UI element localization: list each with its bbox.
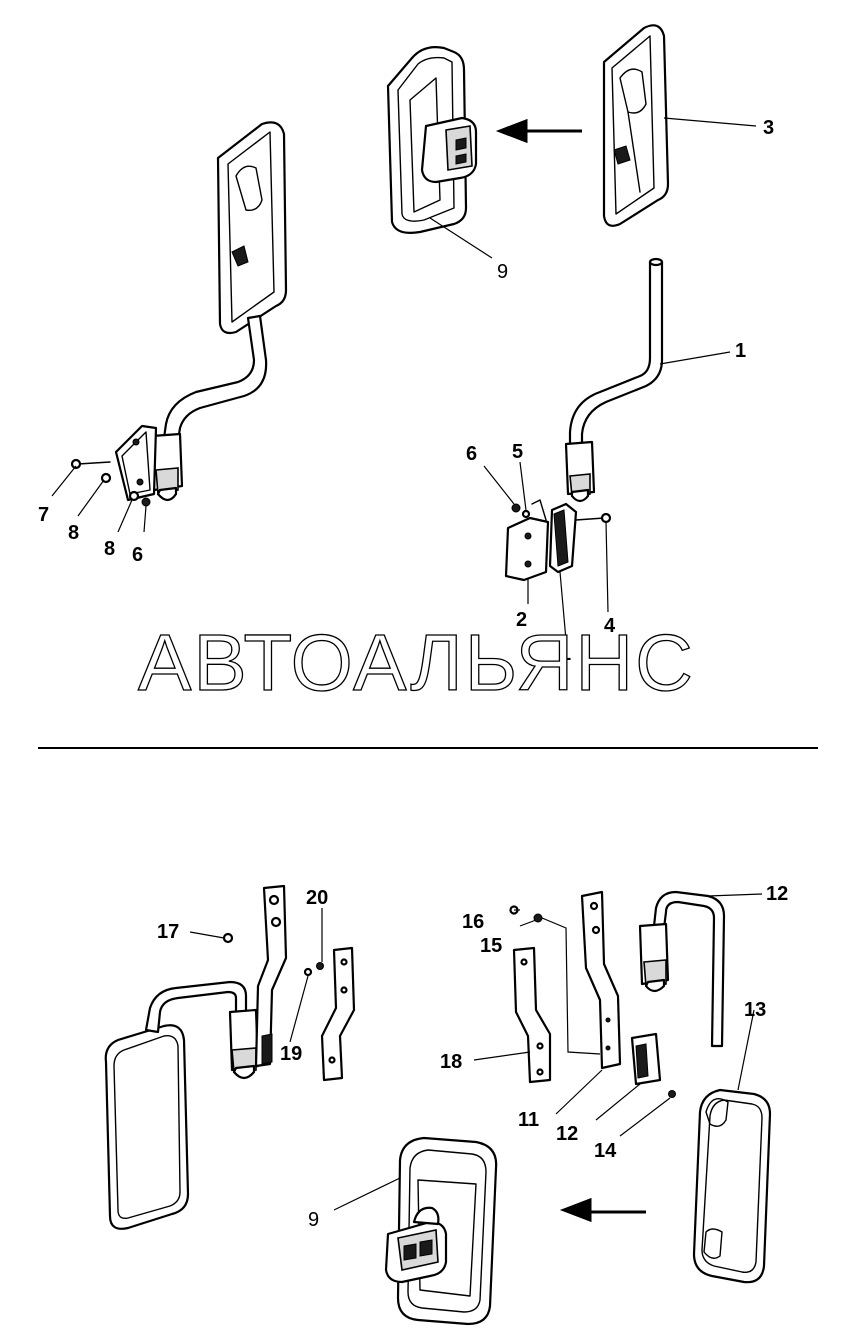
mirror-back-view-top [386, 46, 478, 234]
callout-17: 17 [157, 921, 179, 943]
callout-9-top: 9 [497, 261, 508, 283]
bracket-20 [320, 946, 356, 1082]
callout-20: 20 [306, 887, 328, 909]
mirror-bottom-left [104, 1024, 190, 1230]
callout-1: 1 [735, 340, 746, 362]
callout-7: 7 [38, 504, 49, 526]
hinge-parts-top-right [504, 499, 612, 582]
mirror-arm-top-right [564, 257, 664, 503]
callout-14: 14 [594, 1140, 617, 1162]
mirror-bottom-right [692, 1088, 772, 1284]
hinge-plate-12 [630, 1032, 676, 1098]
bracket-18 [512, 946, 552, 1084]
fasteners-bottom-right [509, 905, 543, 923]
callout-15: 15 [480, 935, 502, 957]
mirror-arm-bottom-right [638, 890, 726, 1048]
mirror-assembly-top-left [114, 121, 288, 502]
bracket-11 [580, 890, 622, 1070]
arrow-left-bottom [559, 1197, 646, 1223]
watermark: АВТОАЛЬЯНС [138, 618, 695, 707]
callout-18: 18 [440, 1051, 462, 1073]
callout-8-a: 8 [68, 522, 79, 544]
callout-12-low: 12 [556, 1123, 578, 1145]
callout-3: 3 [763, 117, 774, 139]
callout-5: 5 [512, 441, 523, 463]
callout-2: 2 [516, 609, 527, 631]
callouts-top: 9 3 1 6 5 2 1 4 7 8 8 6 [38, 117, 774, 665]
callout-13: 13 [744, 999, 766, 1021]
callout-6-right: 6 [466, 443, 477, 465]
callout-4: 4 [604, 615, 616, 637]
callout-8-b: 8 [104, 538, 115, 560]
leader-lines-bottom [189, 893, 763, 1211]
fasteners-bottom-left [222, 932, 324, 977]
mirror-back-view-bottom [384, 1136, 498, 1326]
callout-1-lower: 1 [560, 643, 571, 665]
callout-16: 16 [462, 911, 484, 933]
leader-lines-top [51, 117, 757, 641]
callout-11: 11 [518, 1109, 539, 1131]
mirror-top-right [602, 24, 670, 227]
callout-9-bottom: 9 [308, 1209, 319, 1231]
callout-19: 19 [280, 1043, 302, 1065]
mirror-arm-bottom-left [144, 884, 288, 1080]
callout-12-top: 12 [766, 883, 788, 905]
callouts-bottom: 20 17 19 12 16 15 13 18 11 12 14 9 [157, 883, 788, 1231]
callout-6-left: 6 [132, 544, 143, 566]
arrow-left-top [495, 118, 582, 144]
